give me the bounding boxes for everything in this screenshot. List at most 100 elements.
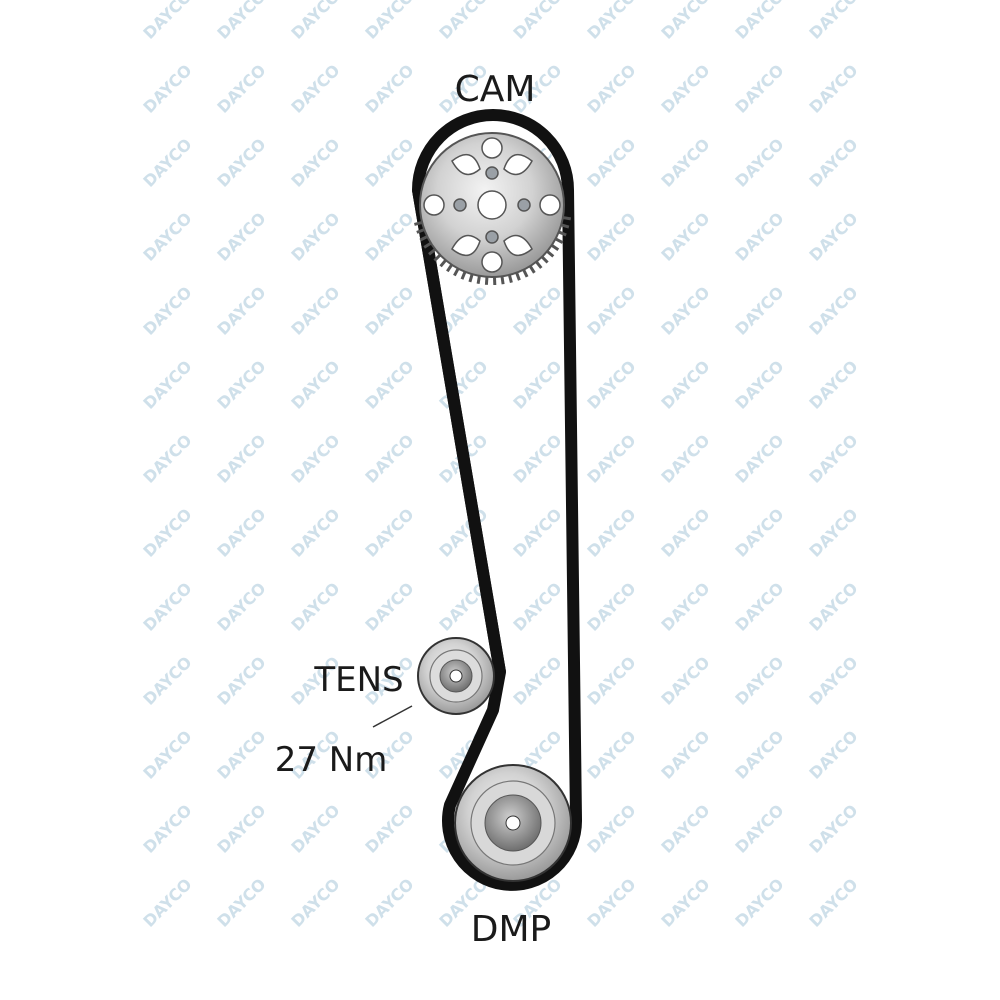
watermark-mark: DAYCO xyxy=(361,801,417,857)
watermark-mark: DAYCO xyxy=(361,505,417,561)
watermark-mark: DAYCO xyxy=(509,431,565,487)
watermark-mark: DAYCO xyxy=(361,61,417,117)
watermark-mark: DAYCO xyxy=(139,0,195,43)
watermark-mark: DAYCO xyxy=(583,727,639,783)
watermark-mark: DAYCO xyxy=(657,653,713,709)
watermark-mark: DAYCO xyxy=(287,283,343,339)
watermark-mark: DAYCO xyxy=(805,61,861,117)
watermark-mark: DAYCO xyxy=(139,209,195,265)
watermark-mark: DAYCO xyxy=(657,505,713,561)
watermark-mark: DAYCO xyxy=(731,283,787,339)
watermark-mark: DAYCO xyxy=(361,0,417,43)
watermark-mark: DAYCO xyxy=(805,357,861,413)
watermark-mark: DAYCO xyxy=(509,579,565,635)
cam-pulley-holes xyxy=(423,137,561,273)
watermark-mark: DAYCO xyxy=(361,135,417,191)
watermark-mark: DAYCO xyxy=(139,579,195,635)
watermark-mark: DAYCO xyxy=(139,283,195,339)
watermark-mark: DAYCO xyxy=(583,875,639,931)
watermark-mark: DAYCO xyxy=(213,357,269,413)
watermark-mark: DAYCO xyxy=(805,135,861,191)
watermark-mark: DAYCO xyxy=(361,875,417,931)
watermark-mark: DAYCO xyxy=(657,579,713,635)
watermark-mark: DAYCO xyxy=(139,61,195,117)
torque-label: 27 Nm xyxy=(275,740,388,780)
watermark-mark: DAYCO xyxy=(731,431,787,487)
watermark-mark: DAYCO xyxy=(139,505,195,561)
watermark-mark: DAYCO xyxy=(435,0,491,43)
watermark-mark: DAYCO xyxy=(805,727,861,783)
watermark-mark: DAYCO xyxy=(287,61,343,117)
watermark-mark: DAYCO xyxy=(361,283,417,339)
watermark-mark: DAYCO xyxy=(805,283,861,339)
watermark-mark: DAYCO xyxy=(583,801,639,857)
dmp-label: DMP xyxy=(471,909,552,950)
watermark-mark: DAYCO xyxy=(361,579,417,635)
watermark-mark: DAYCO xyxy=(213,61,269,117)
watermark-mark: DAYCO xyxy=(731,579,787,635)
watermark-mark: DAYCO xyxy=(805,579,861,635)
watermark-mark: DAYCO xyxy=(213,283,269,339)
watermark-mark: DAYCO xyxy=(213,727,269,783)
watermark-mark: DAYCO xyxy=(213,801,269,857)
watermark-mark: DAYCO xyxy=(657,135,713,191)
watermark-mark: DAYCO xyxy=(583,0,639,43)
watermark-mark: DAYCO xyxy=(139,875,195,931)
watermark-mark: DAYCO xyxy=(657,801,713,857)
watermark-mark: DAYCO xyxy=(287,0,343,43)
watermark-mark: DAYCO xyxy=(805,653,861,709)
watermark-mark: DAYCO xyxy=(731,653,787,709)
watermark-mark: DAYCO xyxy=(731,61,787,117)
watermark-mark: DAYCO xyxy=(805,209,861,265)
watermark-mark: DAYCO xyxy=(583,283,639,339)
watermark-mark: DAYCO xyxy=(213,505,269,561)
watermark-mark: DAYCO xyxy=(287,875,343,931)
watermark-mark: DAYCO xyxy=(213,875,269,931)
watermark-mark: DAYCO xyxy=(805,505,861,561)
watermark-mark: DAYCO xyxy=(509,653,565,709)
watermark-mark: DAYCO xyxy=(731,727,787,783)
watermark-mark: DAYCO xyxy=(657,727,713,783)
watermark-mark: DAYCO xyxy=(731,875,787,931)
watermark-mark: DAYCO xyxy=(731,801,787,857)
watermark-mark: DAYCO xyxy=(805,431,861,487)
watermark-mark: DAYCO xyxy=(583,61,639,117)
cam-pulley-center xyxy=(477,190,507,220)
watermark-mark: DAYCO xyxy=(731,0,787,43)
watermark-mark: DAYCO xyxy=(139,431,195,487)
watermark-mark: DAYCO xyxy=(213,653,269,709)
watermark-mark: DAYCO xyxy=(583,505,639,561)
tens-label: TENS xyxy=(313,660,403,700)
watermark-mark: DAYCO xyxy=(139,653,195,709)
watermark-mark: DAYCO xyxy=(139,135,195,191)
cam-pulley-windows xyxy=(451,153,533,257)
watermark-mark: DAYCO xyxy=(287,357,343,413)
watermark-mark: DAYCO xyxy=(361,431,417,487)
cam-label: CAM xyxy=(455,69,536,110)
watermark-mark: DAYCO xyxy=(657,283,713,339)
watermark-mark: DAYCO xyxy=(657,209,713,265)
watermark-mark: DAYCO xyxy=(287,505,343,561)
watermark-mark: DAYCO xyxy=(287,135,343,191)
watermark-mark: DAYCO xyxy=(287,801,343,857)
damper-pulley xyxy=(454,764,572,882)
watermark-mark: DAYCO xyxy=(583,357,639,413)
watermark-mark: DAYCO xyxy=(805,0,861,43)
torque-leader-line xyxy=(372,705,413,728)
watermark-mark: DAYCO xyxy=(213,135,269,191)
timing-belt xyxy=(412,109,583,891)
watermark-mark: DAYCO xyxy=(361,357,417,413)
watermark-mark: DAYCO xyxy=(805,801,861,857)
watermark-mark: DAYCO xyxy=(583,209,639,265)
watermark-mark: DAYCO xyxy=(139,357,195,413)
watermark-mark: DAYCO xyxy=(657,357,713,413)
watermark-mark: DAYCO xyxy=(805,875,861,931)
watermark-mark: DAYCO xyxy=(509,505,565,561)
watermark-mark: DAYCO xyxy=(361,209,417,265)
watermark-mark: DAYCO xyxy=(657,431,713,487)
watermark-mark: DAYCO xyxy=(509,283,565,339)
watermark-mark: DAYCO xyxy=(139,801,195,857)
watermark-mark: DAYCO xyxy=(731,209,787,265)
